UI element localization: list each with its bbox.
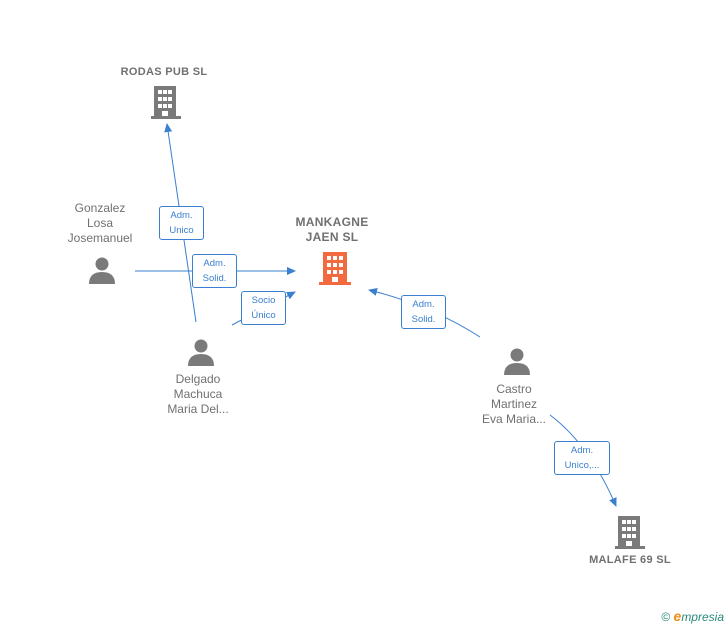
person-name-line: Delgado (175, 372, 221, 386)
edge-label-line: Solid. (411, 314, 436, 325)
company-label-malafe[interactable]: MALAFE 69 SL (589, 554, 671, 566)
person-label-castro[interactable]: Castro Martinez Eva Maria... (454, 382, 574, 427)
edge-label-line: Socio (251, 295, 276, 306)
brand-footer: © empresia (661, 608, 724, 624)
person-name-line: Losa (86, 216, 114, 230)
building-main-icon[interactable] (318, 250, 352, 286)
person-label-delgado[interactable]: Delgado Machuca Maria Del... (138, 372, 258, 417)
person-name-line: Eva Maria... (481, 412, 547, 426)
company-label-mankagne[interactable]: MANKAGNE JAEN SL (268, 215, 396, 245)
person-icon[interactable] (186, 337, 216, 367)
company-label-rodas[interactable]: RODAS PUB SL (120, 66, 208, 78)
person-name-line: Machuca (173, 387, 223, 401)
edge-label-line: Adm. (412, 299, 435, 310)
edge-label-line: Único (251, 310, 276, 321)
company-label-line: JAEN SL (305, 230, 359, 244)
person-name-line: Martinez (490, 397, 537, 411)
person-icon[interactable] (502, 346, 532, 376)
edge-label-line: Unico (169, 225, 194, 236)
edge-label-line: Adm. (203, 258, 226, 269)
edge-label-adm-unico[interactable]: Adm. Unico (159, 206, 204, 240)
edge-label-line: Unico,... (564, 460, 600, 471)
person-name-line: Gonzalez (74, 201, 126, 215)
person-name-line: Maria Del... (167, 402, 229, 416)
edge-label-adm-solid[interactable]: Adm. Solid. (192, 254, 237, 288)
copyright-symbol: © (661, 610, 671, 624)
edge-label-line: Adm. (570, 445, 594, 456)
person-name-line: Josemanuel (67, 231, 133, 245)
edge-label-adm-solid[interactable]: Adm. Solid. (401, 295, 446, 329)
company-label-line: MANKAGNE (295, 215, 369, 229)
edge-label-adm-unico-more[interactable]: Adm. Unico,... (554, 441, 610, 475)
edge-label-socio-unico[interactable]: Socio Único (241, 291, 286, 325)
edge-label-line: Adm. (170, 210, 193, 221)
brand-name: mpresia (681, 610, 724, 624)
person-name-line: Castro (496, 382, 532, 396)
person-label-gonzalez[interactable]: Gonzalez Losa Josemanuel (40, 201, 160, 246)
person-icon[interactable] (87, 255, 117, 285)
building-icon[interactable] (615, 514, 645, 550)
building-icon[interactable] (151, 84, 181, 120)
brand-logo-letter: e (673, 608, 682, 624)
edge-label-line: Solid. (202, 273, 227, 284)
